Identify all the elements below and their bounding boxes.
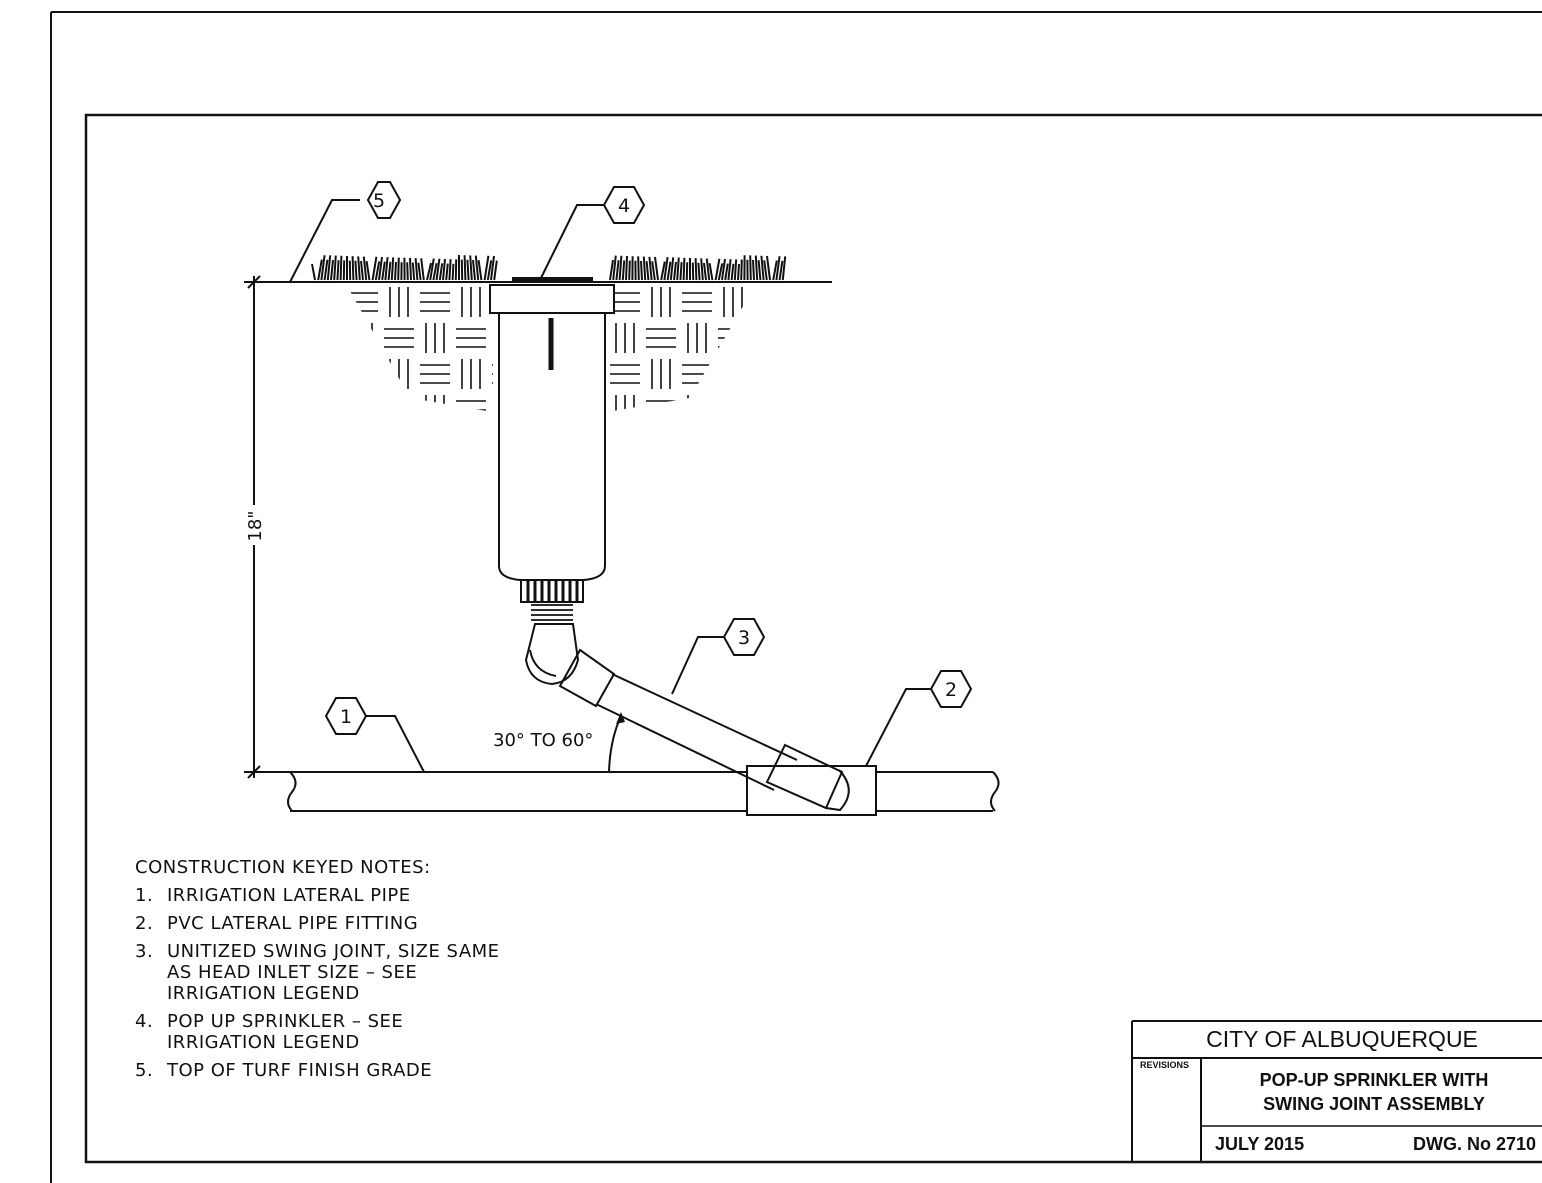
note-text: TOP OF TURF FINISH GRADE (167, 1060, 433, 1081)
note-item: 2. PVC LATERAL PIPE FITTING (135, 913, 655, 934)
drawing-title-line-1: POP-UP SPRINKLER WITH (1259, 1070, 1489, 1090)
note-item: 5. TOP OF TURF FINISH GRADE (135, 1060, 655, 1081)
angle-dimension: 30° TO 60° (493, 712, 625, 773)
note-number: 4. (135, 1011, 154, 1032)
svg-text:3: 3 (738, 627, 750, 649)
note-number: 1. (135, 885, 154, 906)
swing-joint (524, 623, 850, 812)
svg-text:1: 1 (340, 706, 352, 728)
note-text: PVC LATERAL PIPE FITTING (167, 913, 419, 934)
sheet-border (50, 11, 1542, 1183)
note-text: UNITIZED SWING JOINT, SIZE SAME AS HEAD … (167, 941, 500, 1004)
callout-4: 4 (602, 186, 646, 224)
notes-heading: CONSTRUCTION KEYED NOTES: (135, 857, 431, 878)
note-number: 2. (135, 913, 154, 934)
depth-label: 18" (245, 510, 266, 541)
angle-label: 30° TO 60° (493, 730, 593, 751)
revisions-label: REVISIONS (1140, 1060, 1190, 1070)
note-text: POP UP SPRINKLER – SEE IRRIGATION LEGEND (167, 1011, 404, 1053)
depth-dimension: 18" (240, 275, 290, 779)
svg-text:5: 5 (373, 190, 385, 212)
lateral-pipe (287, 765, 1000, 816)
construction-keyed-notes: CONSTRUCTION KEYED NOTES: 1. IRRIGATION … (135, 857, 655, 1088)
note-item: 4. POP UP SPRINKLER – SEE IRRIGATION LEG… (135, 1011, 655, 1053)
agency-name: CITY OF ALBUQUERQUE (1206, 1026, 1478, 1052)
callout-leaders (289, 199, 931, 773)
pop-up-sprinkler (489, 277, 615, 621)
title-block-frame (1131, 1020, 1542, 1162)
callout-1: 1 (324, 697, 368, 735)
note-number: 3. (135, 941, 154, 962)
callout-2: 2 (929, 670, 973, 708)
turf-grass (311, 255, 787, 281)
note-number: 5. (135, 1060, 154, 1081)
svg-text:4: 4 (618, 195, 630, 217)
svg-text:2: 2 (945, 679, 957, 701)
callout-5: 5 (366, 181, 402, 219)
callout-3: 3 (722, 618, 766, 656)
note-text: IRRIGATION LATERAL PIPE (167, 885, 411, 906)
drawing-number: DWG. No 2710 (1412, 1134, 1536, 1154)
drawing-date: JULY 2015 (1215, 1134, 1305, 1154)
note-item: 1. IRRIGATION LATERAL PIPE (135, 885, 655, 906)
note-item: 3. UNITIZED SWING JOINT, SIZE SAME AS HE… (135, 941, 655, 1004)
drawing-title-line-2: SWING JOINT ASSEMBLY (1263, 1094, 1485, 1114)
